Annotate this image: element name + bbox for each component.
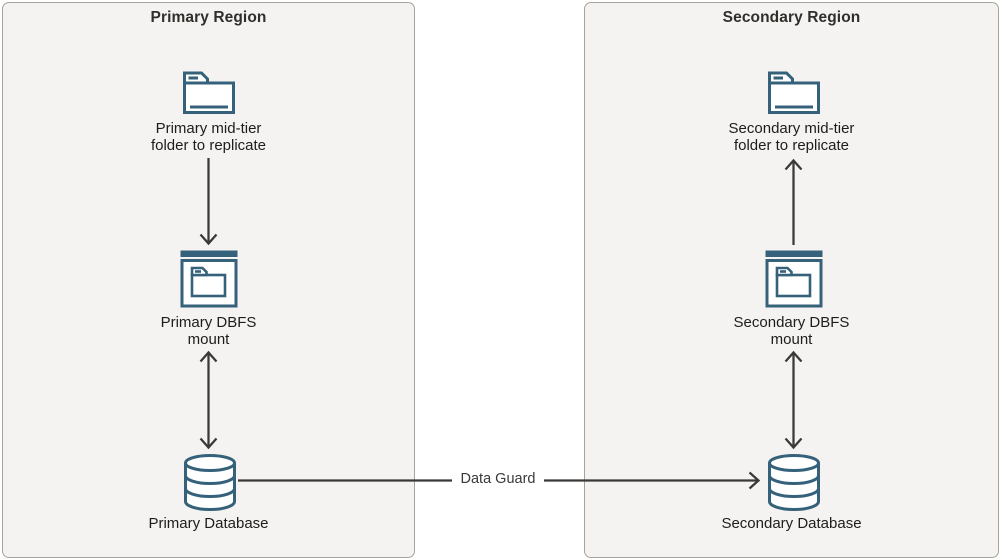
primary-dbfs-label: Primary DBFS mount [160, 314, 257, 348]
database-icon [184, 454, 236, 511]
data-guard-label: Data Guard [460, 471, 536, 487]
secondary-database-label: Secondary Database [721, 515, 862, 532]
primary-database-label: Primary Database [148, 515, 269, 532]
secondary-region: Secondary Region Secondary mid-tier fold… [584, 2, 999, 558]
secondary-folder-label: Secondary mid-tier folder to replicate [728, 120, 855, 154]
primary-region: Primary Region Primary mid-tier folder t… [2, 2, 415, 558]
dbfs-mount-icon [765, 250, 823, 308]
secondary-dbfs-label: Secondary DBFS mount [733, 314, 850, 348]
database-icon [768, 454, 820, 511]
folder-icon [183, 71, 235, 114]
primary-region-title: Primary Region [150, 9, 267, 26]
secondary-region-title: Secondary Region [722, 9, 861, 26]
folder-icon [768, 71, 820, 114]
primary-folder-label: Primary mid-tier folder to replicate [150, 120, 267, 154]
dbfs-mount-icon [180, 250, 238, 308]
